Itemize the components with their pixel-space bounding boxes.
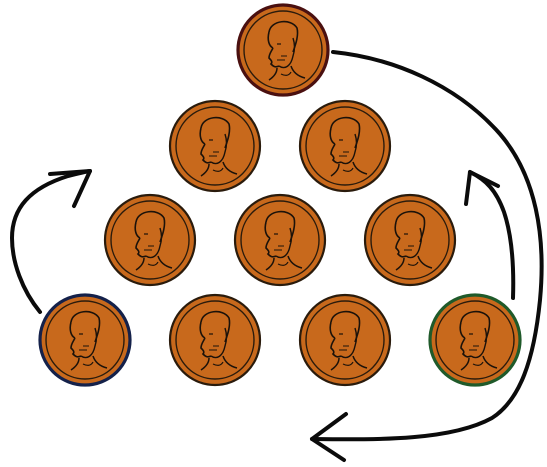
coin-bottom-left bbox=[40, 295, 130, 385]
coin-bottom-right bbox=[430, 295, 520, 385]
coin-outer-rim bbox=[430, 295, 520, 385]
coin-r3-left bbox=[105, 195, 195, 285]
coin-outer-rim bbox=[170, 295, 260, 385]
coin-outer-rim bbox=[365, 195, 455, 285]
coin-outer-rim bbox=[40, 295, 130, 385]
coins-layer bbox=[40, 5, 520, 385]
coin-r3-right bbox=[365, 195, 455, 285]
coin-r4-inner-right bbox=[300, 295, 390, 385]
coin-outer-rim bbox=[300, 295, 390, 385]
coin-r4-inner-left bbox=[170, 295, 260, 385]
coin-r2-left bbox=[170, 101, 260, 191]
arrowhead-icon bbox=[312, 414, 346, 460]
arrow-curve bbox=[470, 172, 513, 298]
coin-outer-rim bbox=[105, 195, 195, 285]
coin-r2-right bbox=[300, 101, 390, 191]
coin-outer-rim bbox=[235, 195, 325, 285]
arrow-right-coin-up bbox=[466, 172, 513, 298]
coin-outer-rim bbox=[238, 5, 328, 95]
coin-outer-rim bbox=[170, 101, 260, 191]
arrow-left-coin-up bbox=[12, 171, 90, 312]
coin-outer-rim bbox=[300, 101, 390, 191]
coin-r3-middle bbox=[235, 195, 325, 285]
coin-top bbox=[238, 5, 328, 95]
